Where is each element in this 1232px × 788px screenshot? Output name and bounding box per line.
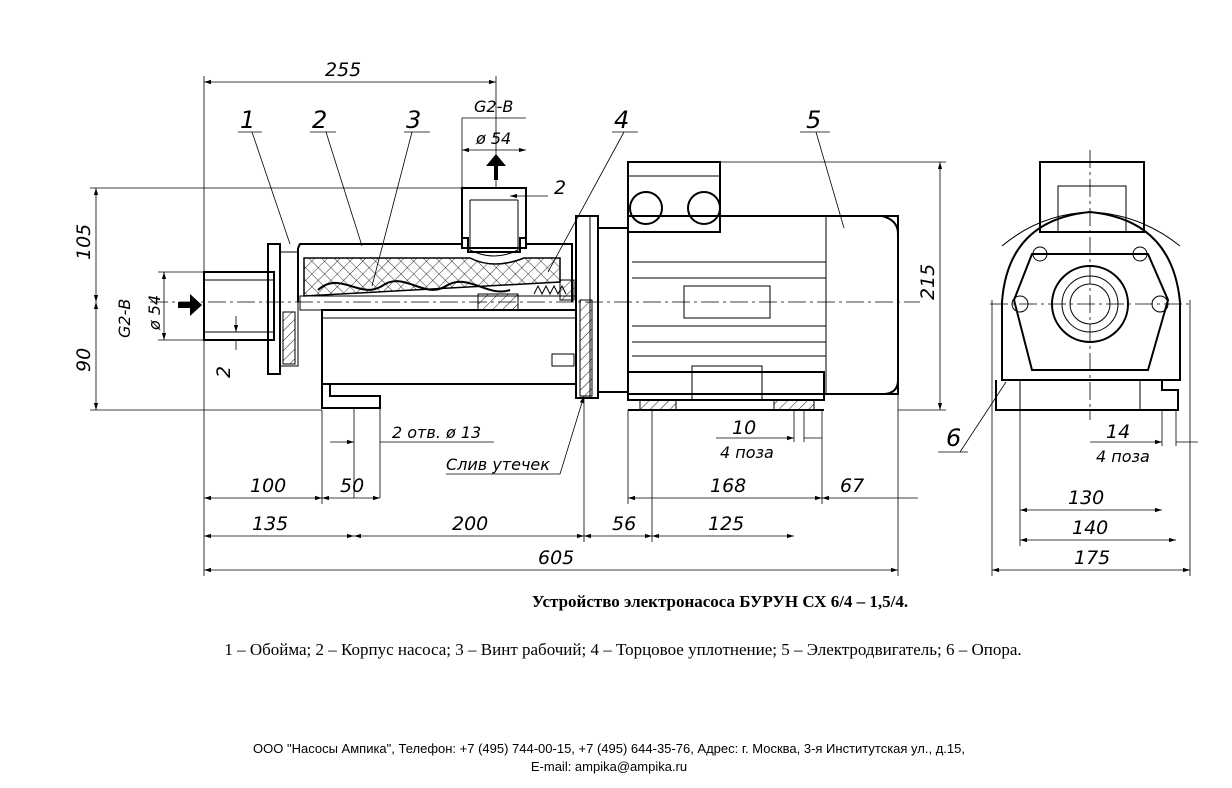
inlet-flow-arrow — [178, 294, 202, 316]
dim-2-left: 2 — [213, 366, 235, 378]
pump-casing — [297, 237, 573, 302]
dim-130: 130 — [1068, 487, 1104, 509]
parts-legend: 1 – Обойма; 2 – Корпус насоса; 3 – Винт … — [224, 640, 1022, 659]
dim-holes: 2 отв. ø 13 — [392, 423, 481, 442]
dim-200: 200 — [452, 513, 488, 535]
callout-numbers: 1 2 3 4 5 6 — [240, 106, 961, 452]
dim-g2b-top: G2-B — [474, 97, 513, 116]
company-email: E-mail: ampika@ampika.ru — [530, 759, 688, 774]
dim-50: 50 — [340, 475, 364, 497]
terminal-box — [627, 161, 721, 233]
dim-phi54-left: ø 54 — [145, 295, 164, 331]
dim-168: 168 — [710, 475, 746, 497]
dim-140: 140 — [1072, 517, 1108, 539]
callout-4: 4 — [614, 106, 629, 134]
dim-125: 125 — [708, 513, 744, 535]
pump-foot — [321, 384, 381, 409]
dim-605: 605 — [538, 547, 574, 569]
callout-leaders — [238, 131, 1007, 453]
drawing-title: Устройство электронасоса БУРУН СХ 6/4 – … — [531, 592, 909, 611]
dim-4-poza-b: 4 поза — [1096, 447, 1150, 466]
dim-10: 10 — [732, 417, 756, 439]
dim-135: 135 — [252, 513, 288, 535]
stator-liner — [303, 257, 561, 297]
pump-assembly-drawing: 1 2 3 4 5 6 255 105 90 215 G2-B ø 54 G2-… — [73, 59, 1198, 576]
outlet-nozzle — [461, 187, 527, 249]
dim-2-top: 2 — [554, 177, 566, 199]
dim-14: 14 — [1106, 421, 1130, 443]
dim-105: 105 — [73, 224, 95, 260]
callout-5: 5 — [806, 106, 821, 134]
dimension-lines — [90, 76, 1198, 576]
end-view — [990, 150, 1192, 420]
dim-175: 175 — [1074, 547, 1110, 569]
company-contacts: ООО "Насосы Ампика", Телефон: +7 (495) 7… — [253, 741, 965, 756]
lantern-frame — [321, 309, 577, 385]
dim-phi54-top: ø 54 — [475, 129, 511, 148]
dim-4-poza-a: 4 поза — [720, 443, 774, 462]
support-bracket — [995, 380, 1179, 411]
pump-side-view — [150, 154, 920, 409]
dim-67: 67 — [840, 475, 864, 497]
dim-255: 255 — [325, 59, 361, 81]
motor-side-view — [597, 161, 899, 411]
callout-6: 6 — [946, 424, 961, 452]
dim-215: 215 — [917, 264, 939, 300]
callout-3: 3 — [406, 106, 421, 134]
dim-56: 56 — [612, 513, 636, 535]
rotor-screw — [317, 280, 511, 293]
dim-90: 90 — [73, 348, 95, 372]
dimension-labels: 255 105 90 215 G2-B ø 54 G2-B ø 54 2 2 2… — [73, 59, 1150, 569]
callout-2: 2 — [312, 106, 327, 134]
callout-1: 1 — [240, 106, 255, 134]
dim-100: 100 — [250, 475, 286, 497]
inlet-nozzle — [203, 271, 275, 341]
label-leak-drain: Слив утечек — [446, 455, 550, 474]
dim-g2b-left: G2-B — [115, 299, 134, 338]
